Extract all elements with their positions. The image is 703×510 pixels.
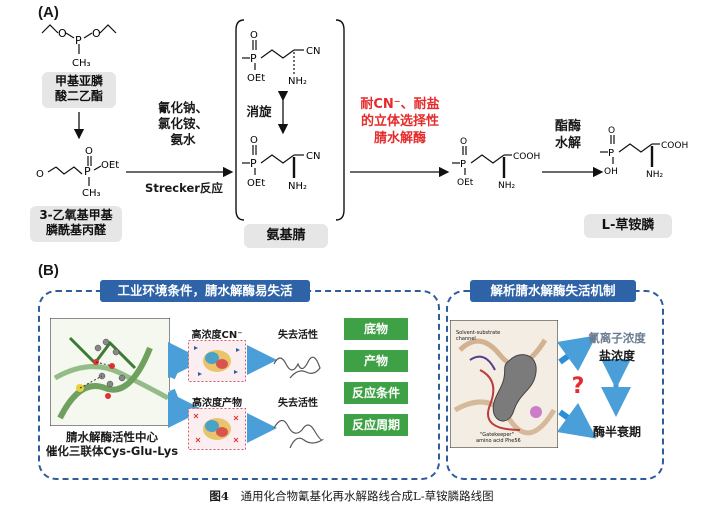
aminonitrile-bottom-cn: CN [306,151,320,162]
question-mark: ? [571,374,585,399]
factor-period: 反应周期 [344,414,408,436]
high-product-label: 高浓度产物 [192,398,242,409]
figure-number: 图4 [209,489,229,503]
compound2-label-line1: 3-乙氧基甲基 [39,208,113,222]
enzyme-line1: 耐CN⁻、耐盐 [360,97,440,112]
panel-a-structures: O P O CH₃ O O P OEt CH₃ O P OEt CN NH₂ [36,19,688,221]
active-site-line2: 催化三联体Cys-Glu-Lys [45,444,179,458]
channel-structure-image: Solvent-substrate channel "Gatekeeper" a… [450,320,558,448]
compound1-structure [41,24,117,54]
figure-caption-text: 通用化合物氰基化再水解路线合成L-草铵膦路线图 [240,489,494,503]
salt-conc-label: 盐浓度 [598,349,635,363]
compound2-label: 3-乙氧基甲基 膦酰基丙醛 [30,206,122,242]
enzyme-line2: 的立体选择性 [360,114,439,129]
intermediate-structure [452,146,512,178]
figure-caption: 图4 通用化合物氰基化再水解路线合成L-草铵膦路线图 [0,488,703,504]
product-nh2: NH₂ [646,170,664,180]
racemization-label: 消旋 [246,104,272,119]
compound2-oet: OEt [101,160,119,171]
high-cn-label: 高浓度CN⁻ [191,330,243,341]
aminonitrile-top-p: P [250,52,257,65]
compound1-label-line2: 酸二乙酯 [54,89,103,103]
aminonitrile-top-oet: OEt [247,73,265,84]
compound2-o-aldehyde: O [36,169,44,180]
lose-activity-label-2: 失去活性 [278,398,318,409]
right-panel-title: 解析腈水解酶失活机制 [470,280,636,302]
bracket-right [335,19,345,221]
product-o: O [608,126,615,136]
aminonitrile-top-o: O [250,30,258,41]
factor-product: 产物 [344,350,408,372]
active-site-line1: 腈水解酶活性中心 [66,430,158,444]
active-site-caption: 腈水解酶活性中心 催化三联体Cys-Glu-Lys [42,430,182,458]
active-site-image [50,318,170,426]
intermediate-nh2: NH₂ [498,181,516,191]
compound2-p: P [84,165,91,178]
compound1-label: 甲基亚膦 酸二乙酯 [42,72,116,108]
solvent-channel-label-1: Solvent-substrate [456,330,500,336]
compound1-label-line1: 甲基亚膦 [54,74,103,88]
panel-a-label: (A) [38,4,59,21]
enzyme-line3: 腈水解酶 [373,131,426,146]
reagents-text: 氰化钠、 氯化铵、 氨水 [148,100,218,148]
intermediate-oet: OEt [457,178,474,188]
hydrolysis-text: 酯酶 水解 [540,118,596,152]
aminonitrile-bottom-o: O [250,135,258,146]
enzyme-product-box [188,408,246,450]
product-oh: OH [604,167,618,177]
aminonitrile-label: 氨基腈 [244,224,328,248]
gatekeeper-label-1: "Gatekeeper" [480,432,514,438]
aminonitrile-top-cn: CN [306,46,320,57]
aminonitrile-top-nh2: NH₂ [288,76,307,87]
panel-b-label: (B) [38,262,59,279]
compound2-structure [47,156,102,186]
aminonitrile-bottom-oet: OEt [247,178,265,189]
intermediate-cooh: COOH [513,152,540,162]
aminonitrile-top-structure [242,40,304,74]
cyanide-conc-label: 氰离子浓度 [588,331,646,345]
product-label: L-草铵膦 [584,214,672,238]
reagents-line2: 氯化铵、 [157,116,208,131]
compound1-ch3: CH₃ [72,58,91,69]
aminonitrile-bottom-p: P [250,157,257,170]
compound1-p: P [75,34,82,47]
reagents-line3: 氨水 [170,132,196,147]
aminonitrile-bottom-nh2: NH₂ [288,181,307,192]
factor-conditions: 反应条件 [344,382,408,404]
product-p: P [608,148,614,159]
product-cooh: COOH [661,141,688,151]
gatekeeper-label-2: amino acid Phe56 [476,438,521,444]
hydrolysis-line1: 酯酶 [554,119,581,134]
compound2-label-line2: 膦酰基丙醛 [45,223,106,237]
unfolded-protein-1 [273,356,321,379]
enzyme-cn-box [188,340,246,382]
bracket-left [235,19,245,221]
half-life-label: 酶半衰期 [592,425,641,439]
solvent-channel-label-2: channel [456,336,476,342]
factor-substrate: 底物 [344,318,408,340]
left-panel-title: 工业环境条件，腈水解酶易失活 [100,280,310,302]
compound1-o-right: O [92,27,101,40]
reaction-name: Strecker反应 [145,181,223,195]
enzyme-text: 耐CN⁻、耐盐 的立体选择性 腈水解酶 [350,96,450,147]
compound1-o-left: O [58,27,67,40]
aminonitrile-bottom-structure [242,145,304,178]
hydrolysis-line2: 水解 [554,136,581,151]
lose-activity-label-1: 失去活性 [278,330,318,341]
unfolded-protein-2 [273,419,325,448]
reagents-line1: 氰化钠、 [157,100,208,115]
intermediate-o: O [460,137,467,147]
intermediate-p: P [460,159,466,170]
product-structure [600,135,660,167]
compound2-ch3: CH₃ [82,188,101,199]
compound2-o: O [85,146,93,157]
